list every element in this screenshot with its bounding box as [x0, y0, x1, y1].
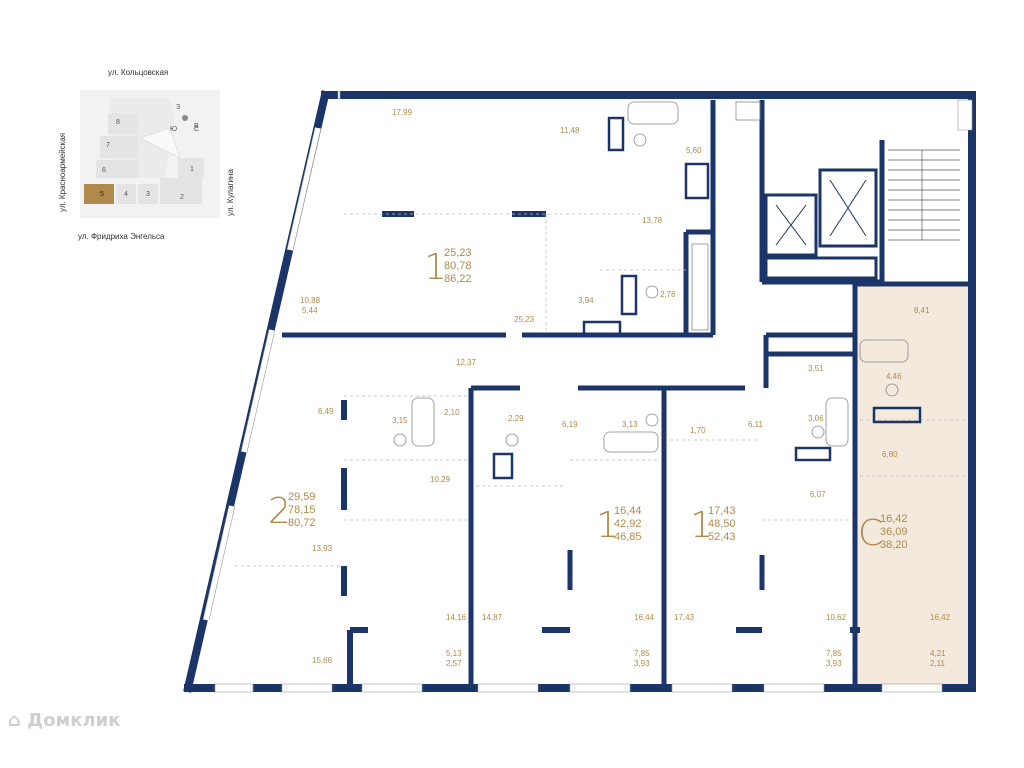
room-area: 3,94: [578, 296, 594, 305]
room-area: 11,48: [560, 126, 580, 135]
section-8[interactable]: [108, 114, 138, 134]
room-area: 17,99: [392, 108, 413, 117]
room-area: 10,29: [430, 475, 451, 484]
room-area: 17,43: [674, 613, 695, 622]
unit-area-1: 36,09: [880, 526, 908, 538]
unit-area-2: 38,20: [880, 539, 908, 551]
room-area: 5,44: [302, 306, 318, 315]
unit-area-2: 52,43: [708, 531, 736, 543]
room-area: 1,70: [690, 426, 706, 435]
unit-type: 2: [268, 491, 291, 532]
street-label-bottom: ул. Фридриха Энгельса: [78, 232, 165, 241]
room-area: 4,46: [886, 372, 902, 381]
room-area: 10,62: [826, 613, 847, 622]
room-area: 2,11: [930, 659, 945, 668]
section-3[interactable]: [138, 184, 158, 204]
room-area: 2,10: [444, 408, 460, 417]
room-area: 7,85: [826, 649, 842, 658]
watermark: ⌂ Домклик: [8, 710, 121, 731]
room-area: 25,23: [514, 315, 535, 324]
stair-core: [764, 168, 878, 280]
room-area: 13,93: [312, 544, 333, 553]
room-area: 2,57: [446, 659, 462, 668]
room-area: 4,21: [930, 649, 946, 658]
room-area: 7,85: [634, 649, 650, 658]
room-area: 3,13: [622, 420, 638, 429]
unit-area-2: 46,85: [614, 531, 642, 543]
unit-type: 1: [596, 505, 619, 546]
room-area: 14,16: [446, 613, 467, 622]
room-area: 3,93: [634, 659, 650, 668]
room-area: 16,42: [930, 613, 951, 622]
unit-area-1: 80,78: [444, 260, 472, 272]
unit-area-1: 48,50: [708, 518, 736, 530]
room-area: 6,11: [748, 420, 763, 429]
room-area: 2,76: [660, 290, 676, 299]
section-5-label: 5: [100, 191, 104, 198]
room-area: 15,66: [312, 656, 333, 665]
room-area: 13,78: [642, 216, 663, 225]
unit-studio-highlight[interactable]: [855, 284, 972, 688]
section-7[interactable]: [100, 136, 138, 158]
section-4[interactable]: [116, 184, 136, 204]
staircase: [888, 149, 960, 241]
room-area: 12,37: [456, 358, 477, 367]
interior-walls: [282, 100, 972, 688]
unit-living-area: 17,43: [708, 505, 736, 517]
unit-type: 1: [424, 247, 447, 288]
unit-living-area: 25,23: [444, 247, 472, 259]
section-1[interactable]: [178, 158, 204, 178]
room-area: 16,44: [634, 613, 655, 622]
unit-living-area: 16,42: [880, 513, 908, 525]
section-6[interactable]: [96, 160, 138, 178]
room-area: 3,15: [392, 416, 408, 425]
unit-area-1: 42,92: [614, 518, 642, 530]
unit-type: 1: [690, 505, 713, 546]
room-area: 5,60: [686, 146, 702, 155]
room-area: 5,13: [446, 649, 462, 658]
map-plan: [80, 90, 220, 218]
room-area: 6,07: [810, 490, 826, 499]
room-area: 6,49: [318, 407, 334, 416]
room-area: 3,93: [826, 659, 842, 668]
room-area: 3,51: [808, 364, 824, 373]
room-area: 14,87: [482, 613, 503, 622]
room-area: 8,41: [914, 306, 930, 315]
room-area: 10,88: [300, 296, 321, 305]
room-area: 6,19: [562, 420, 578, 429]
compass-icon: [182, 115, 188, 121]
unit-area-2: 80,72: [288, 517, 316, 529]
unit-area-2: 86,22: [444, 273, 472, 285]
section-2[interactable]: [160, 178, 202, 204]
fixtures: [393, 101, 909, 453]
street-label-top: ул. Кольцовская: [108, 68, 169, 77]
unit-type: С: [858, 513, 884, 554]
unit-area-1: 78,15: [288, 504, 316, 516]
room-area: 2,29: [508, 414, 524, 423]
room-area: 6,80: [882, 450, 898, 459]
room-area: 3,06: [808, 414, 824, 423]
unit-living-area: 16,44: [614, 505, 642, 517]
section-5[interactable]: [84, 184, 114, 204]
unit-living-area: 29,59: [288, 491, 316, 503]
